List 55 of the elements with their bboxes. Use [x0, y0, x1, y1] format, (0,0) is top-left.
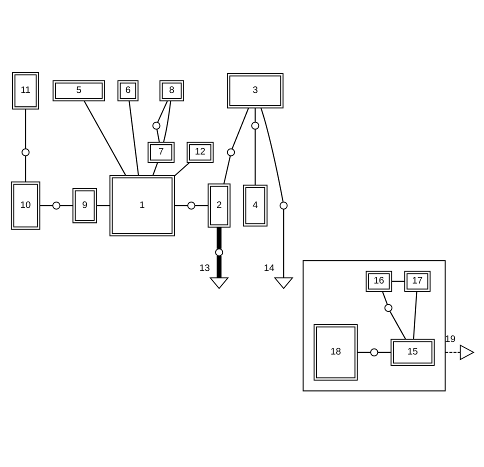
- node-circle: [21, 148, 30, 156]
- connector: [128, 100, 138, 175]
- node-box: 17: [404, 270, 430, 292]
- connector: [444, 351, 460, 352]
- connector: [156, 100, 168, 122]
- cluster: [302, 260, 446, 391]
- node-label: 13: [198, 262, 210, 274]
- connector: [254, 108, 256, 122]
- connector: [24, 108, 26, 148]
- connector: [24, 156, 26, 182]
- node-box: 8: [158, 80, 184, 101]
- node-box: 1: [108, 174, 174, 236]
- connector: [282, 208, 284, 278]
- connector: [194, 204, 208, 206]
- connector: [356, 351, 370, 352]
- connector: [216, 255, 221, 278]
- node-box: 10: [10, 180, 40, 230]
- connector: [377, 351, 390, 352]
- connector: [260, 107, 284, 202]
- node-box: 5: [52, 80, 105, 101]
- node-box: 7: [147, 141, 174, 162]
- node-triangle: [208, 276, 228, 289]
- node-circle: [186, 201, 195, 210]
- connector: [381, 290, 388, 304]
- connector: [162, 100, 171, 142]
- connector: [222, 155, 230, 184]
- node-triangle: [273, 276, 293, 289]
- connector: [156, 128, 160, 142]
- node-box: 9: [72, 187, 97, 223]
- node-label: 19: [444, 334, 456, 345]
- connector: [231, 107, 249, 148]
- node-box: 12: [186, 141, 214, 162]
- node-circle: [370, 348, 378, 356]
- connector: [412, 291, 417, 339]
- connector: [174, 204, 188, 206]
- node-circle: [152, 121, 160, 130]
- node-label: 14: [263, 262, 274, 274]
- node-circle: [279, 201, 288, 210]
- node-box: 16: [365, 270, 392, 292]
- node-circle: [52, 201, 60, 210]
- connector: [391, 280, 404, 282]
- connector: [96, 204, 110, 206]
- node-circle: [384, 304, 392, 312]
- connector: [152, 162, 158, 175]
- connector: [59, 204, 72, 206]
- connector: [254, 128, 256, 184]
- connector: [174, 162, 190, 176]
- node-circle: [226, 148, 234, 156]
- connector: [83, 100, 126, 175]
- node-circle: [250, 121, 259, 130]
- connector: [216, 226, 221, 248]
- connector: [389, 310, 406, 340]
- connector: [40, 204, 52, 206]
- node-triangle: [459, 344, 474, 360]
- node-circle: [214, 248, 223, 256]
